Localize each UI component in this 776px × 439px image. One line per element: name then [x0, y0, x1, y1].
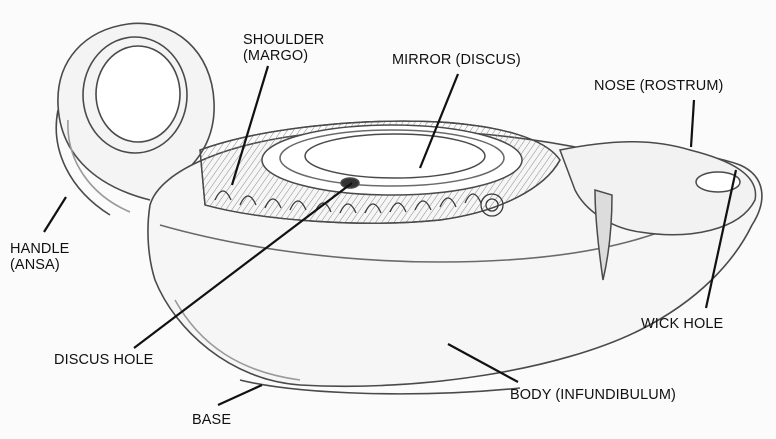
handle-label-line2: (ANSA)	[10, 257, 69, 273]
leader-handle	[44, 197, 66, 232]
discus-hole-label-text: DISCUS HOLE	[54, 352, 153, 368]
nose-label: NOSE (ROSTRUM)	[594, 78, 723, 94]
shoulder-label-line1: SHOULDER	[243, 32, 324, 48]
leader-nose	[691, 100, 694, 147]
body-label: BODY (INFUNDIBULUM)	[510, 387, 676, 403]
lamp-discus	[262, 125, 522, 195]
handle-label: HANDLE (ANSA)	[10, 241, 69, 273]
body-label-text: BODY (INFUNDIBULUM)	[510, 387, 676, 403]
mirror-label-text: MIRROR (DISCUS)	[392, 52, 521, 68]
leader-base	[218, 385, 262, 405]
discus-hole-label: DISCUS HOLE	[54, 352, 153, 368]
wick-hole-label: WICK HOLE	[641, 316, 723, 332]
handle-label-line1: HANDLE	[10, 241, 69, 257]
mirror-label: MIRROR (DISCUS)	[392, 52, 521, 68]
base-label: BASE	[192, 412, 231, 428]
shoulder-label-line2: (MARGO)	[243, 48, 324, 64]
nose-label-text: NOSE (ROSTRUM)	[594, 78, 723, 94]
shoulder-label: SHOULDER (MARGO)	[243, 32, 324, 64]
wick-hole-label-text: WICK HOLE	[641, 316, 723, 332]
base-label-text: BASE	[192, 412, 231, 428]
